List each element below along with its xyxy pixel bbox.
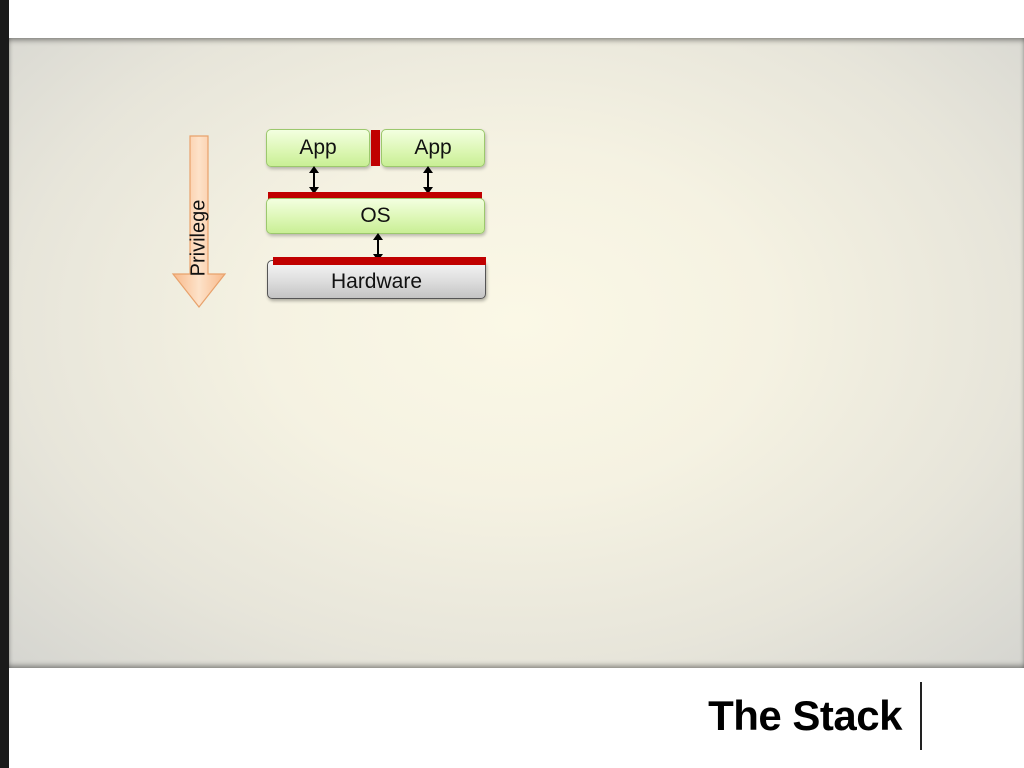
os-box: OS <box>266 198 485 234</box>
app-right-box: App <box>381 129 485 167</box>
hardware-label: Hardware <box>330 269 423 293</box>
user-kernel-boundary <box>268 192 482 200</box>
bottom-bar <box>0 668 1024 768</box>
top-bar <box>0 0 1024 38</box>
content-area <box>9 38 1024 668</box>
app-left-box: App <box>266 129 370 167</box>
app-right-label: App <box>414 136 452 159</box>
privilege-arrow <box>171 135 227 308</box>
slide-title: The Stack <box>708 692 902 739</box>
app-left-os-connector <box>309 166 319 194</box>
app-right-os-connector <box>423 166 433 194</box>
title-divider <box>920 682 922 750</box>
hardware-box: Hardware <box>267 260 486 299</box>
app-isolation-barrier <box>371 130 380 166</box>
os-label: OS <box>360 204 391 227</box>
left-edge-strip <box>0 0 9 768</box>
kernel-hardware-boundary <box>273 257 486 265</box>
app-left-label: App <box>299 136 337 159</box>
privilege-label: Privilege <box>187 199 210 277</box>
